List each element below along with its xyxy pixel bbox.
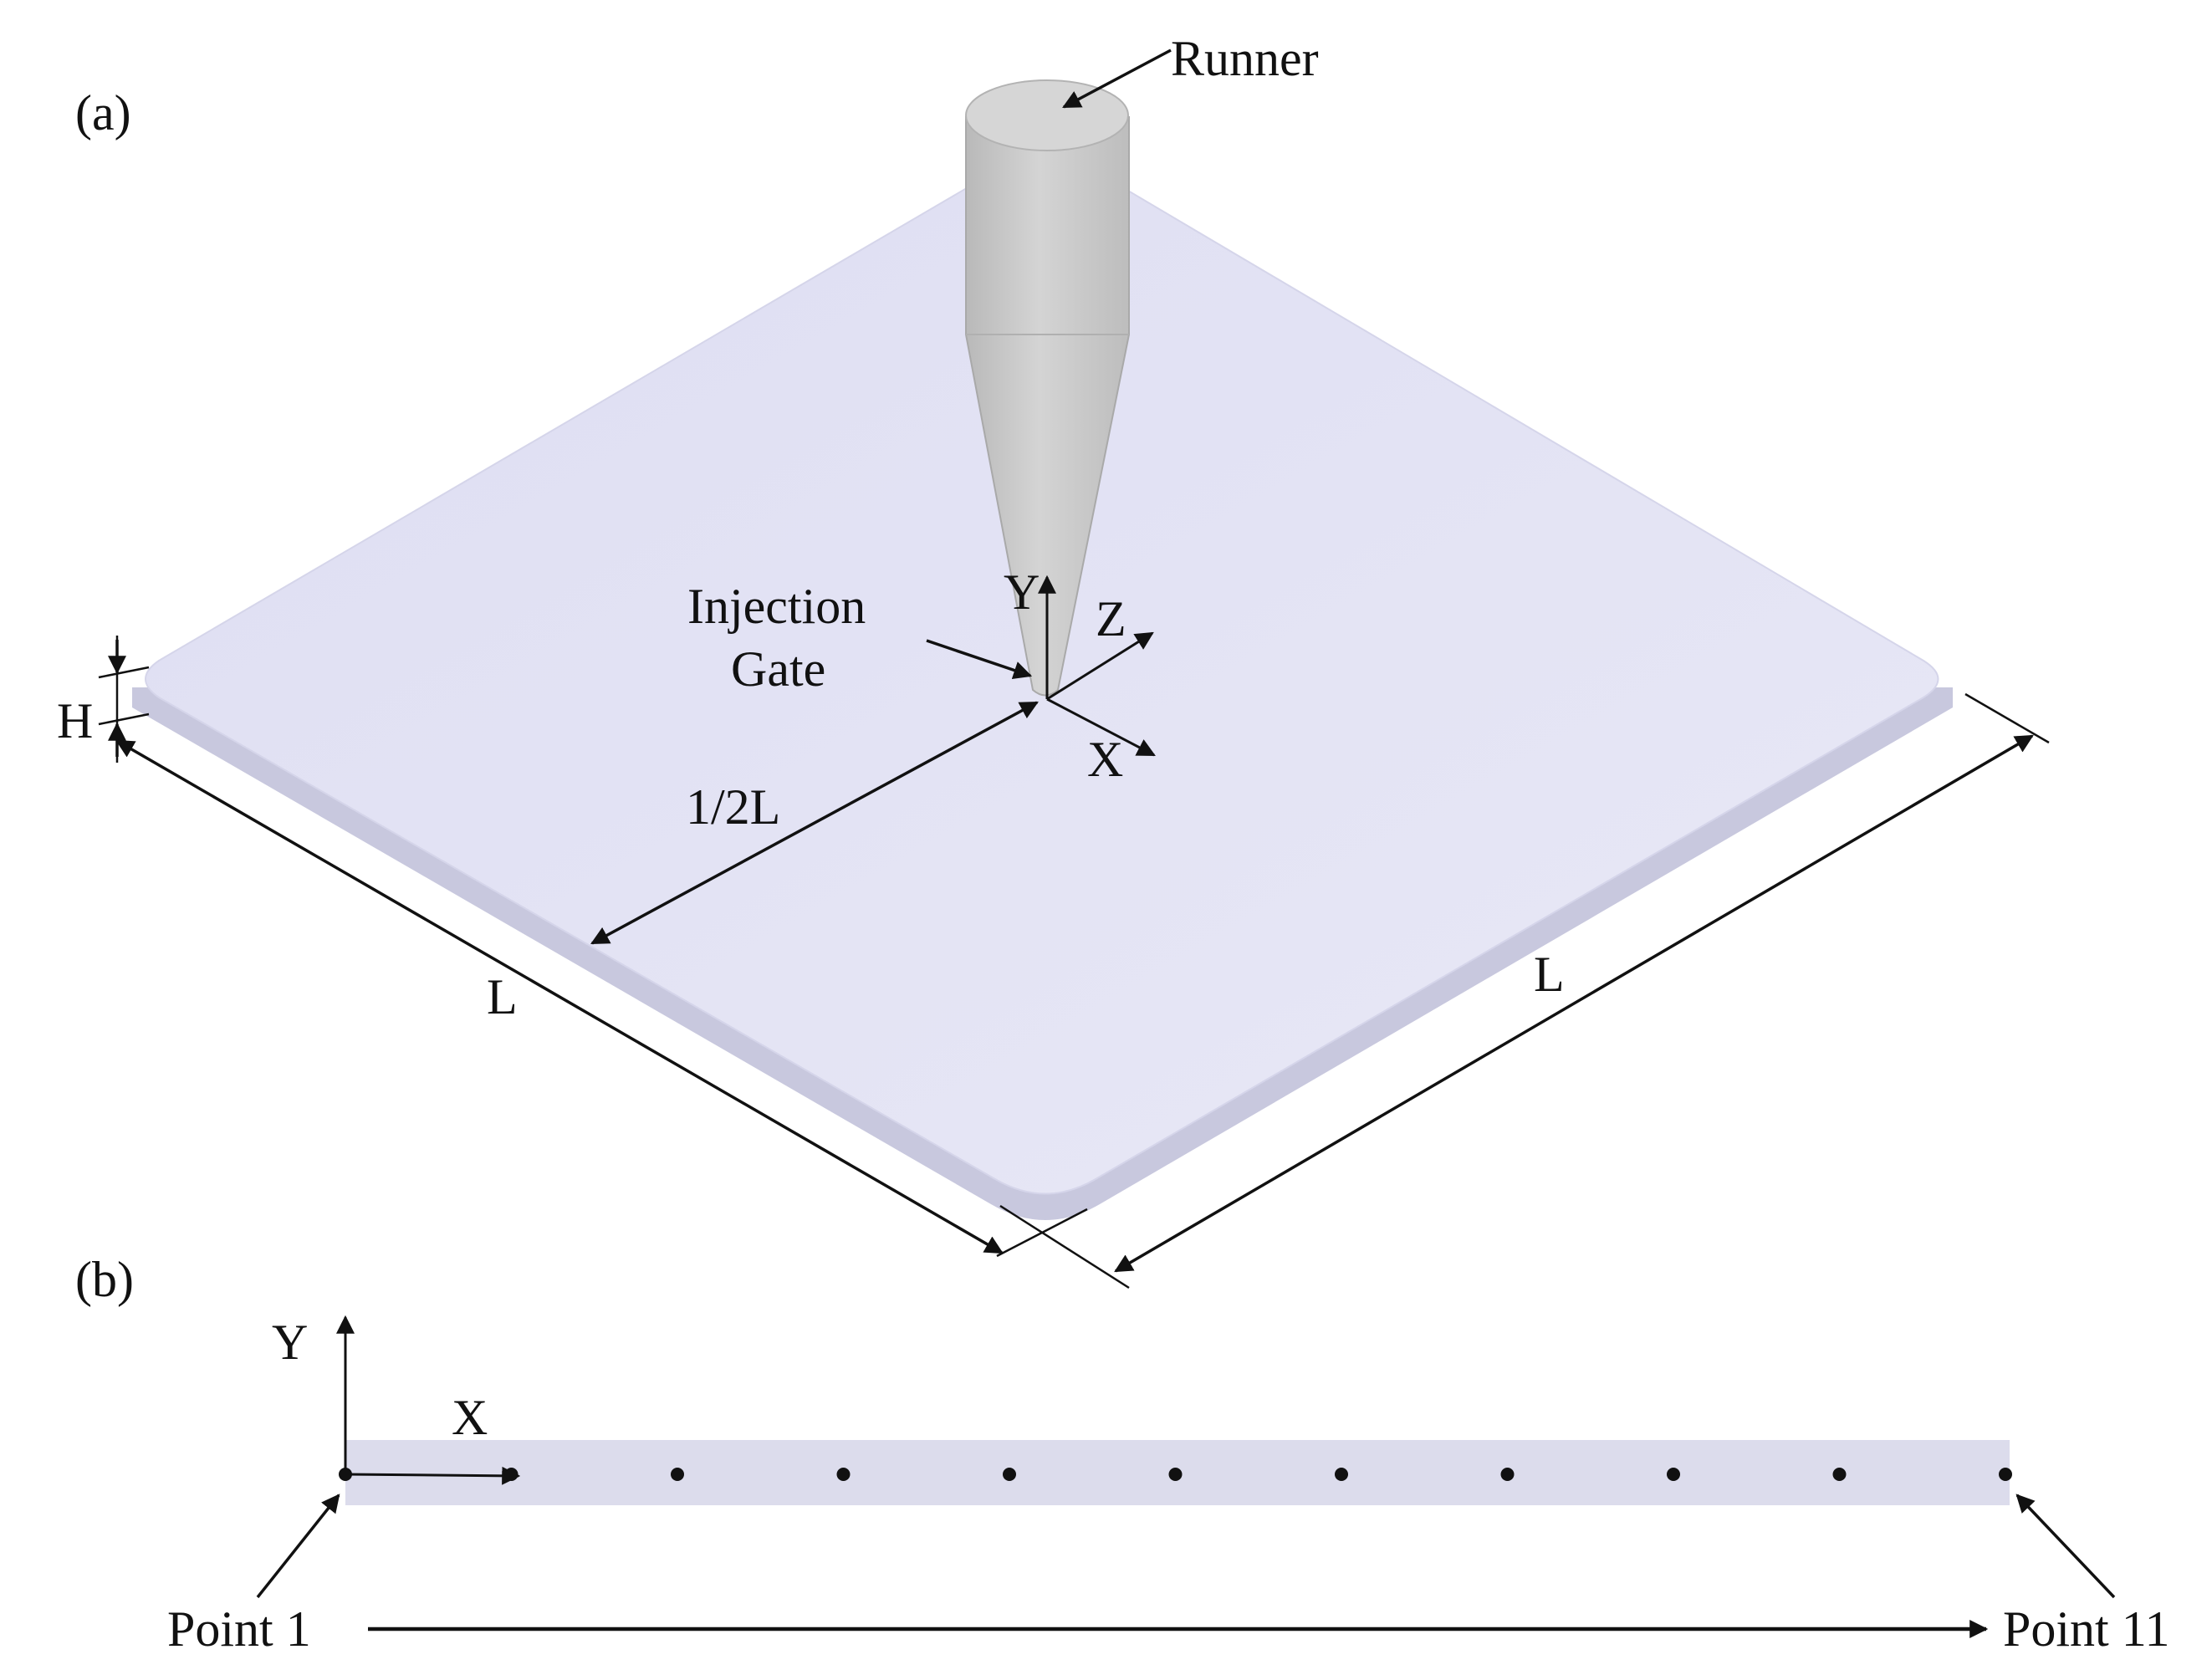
length-dimension-right — [999, 692, 2050, 1289]
runner-arrow — [1062, 49, 1172, 109]
height-label: H — [57, 693, 93, 748]
panel-a-label: (a) — [75, 85, 131, 140]
z-axis-arrow — [1046, 631, 1154, 701]
b-axis-x-label: X — [452, 1390, 488, 1445]
measurement-point-9 — [1667, 1468, 1680, 1481]
b-x-axis-arrow — [345, 1466, 521, 1485]
measurement-point-2 — [504, 1468, 519, 1481]
measurement-point-4 — [836, 1468, 851, 1481]
length-label-right: L — [1534, 947, 1565, 1002]
measurement-points — [339, 1468, 2012, 1481]
measurement-point-11 — [1999, 1468, 2012, 1481]
point-1-label: Point 1 — [167, 1601, 311, 1657]
b-axis-y-label: Y — [272, 1315, 308, 1370]
half-length-label: 1/2L — [686, 779, 780, 835]
runner-top — [965, 79, 1129, 151]
measurement-point-5 — [1003, 1468, 1016, 1481]
measurement-point-7 — [1335, 1468, 1348, 1481]
point-11-arrow — [2015, 1494, 2116, 1599]
length-label-left: L — [487, 969, 518, 1024]
point-11-label: Point 11 — [2003, 1601, 2169, 1657]
measurement-point-6 — [1168, 1468, 1183, 1481]
axis-y-label: Y — [1004, 564, 1040, 620]
runner-label: Runner — [1171, 31, 1319, 86]
measurement-point-10 — [1832, 1468, 1847, 1481]
measurement-point-3 — [671, 1468, 684, 1481]
panel-b-label: (b) — [75, 1252, 134, 1307]
point-1-arrow — [256, 1494, 340, 1599]
axis-x-label: X — [1087, 732, 1123, 787]
gate-label-line1: Injection — [687, 579, 866, 634]
gate-arrow — [926, 639, 1033, 680]
gate-label-line2: Gate — [731, 641, 825, 697]
measurement-point-1 — [339, 1468, 352, 1481]
measurement-point-8 — [1500, 1468, 1515, 1481]
axis-z-label: Z — [1096, 591, 1126, 646]
